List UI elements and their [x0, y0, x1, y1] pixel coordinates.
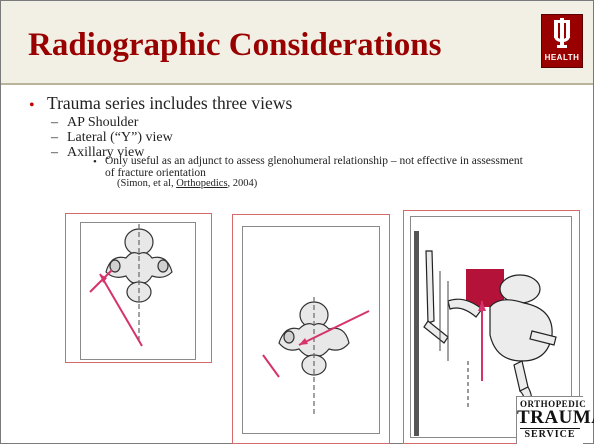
- stamp-bottom-text: SERVICE: [520, 428, 580, 440]
- iu-health-logo: HEALTH: [541, 14, 583, 68]
- view-lateral-y: Lateral (“Y”) view: [67, 130, 173, 146]
- citation: (Simon, et al, Orthopedics, 2004): [117, 178, 257, 189]
- axillary-note: Only useful as an adjunct to assess glen…: [105, 155, 525, 179]
- slide-title: Radiographic Considerations: [28, 27, 441, 64]
- citation-suffix: , 2004): [228, 178, 258, 189]
- view-ap-shoulder: AP Shoulder: [67, 115, 138, 131]
- citation-journal: Orthopedics: [176, 178, 227, 189]
- citation-prefix: (Simon, et al,: [117, 178, 176, 189]
- stamp-middle-text: TRAUMA: [517, 407, 583, 429]
- bullet-dot-icon: •: [29, 97, 35, 115]
- sub-bullet-icon: •: [93, 156, 97, 168]
- scapular-y-diagram-icon: [233, 215, 389, 443]
- slide-header: Radiographic Considerations HEALTH: [1, 1, 593, 85]
- iu-trident-icon: [542, 15, 582, 55]
- orthopedic-trauma-service-logo: ORTHOPEDIC TRAUMA SERVICE: [516, 396, 583, 444]
- logo-health-text: HEALTH: [542, 53, 582, 62]
- ap-shoulder-diagram-icon: [66, 214, 211, 362]
- dash-icon: –: [51, 130, 58, 146]
- figure-lateral-y: [232, 214, 390, 444]
- dash-icon: –: [51, 115, 58, 131]
- dash-icon: –: [51, 145, 58, 161]
- figure-ap-shoulder: [65, 213, 212, 363]
- bullet-trauma-series: Trauma series includes three views: [47, 93, 292, 114]
